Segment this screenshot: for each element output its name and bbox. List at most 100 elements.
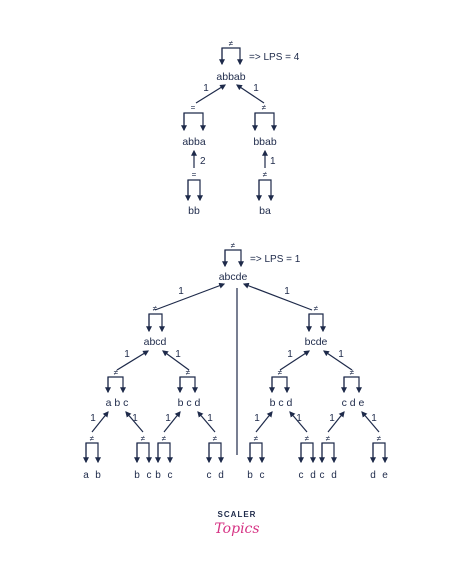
logo-topics-text: Topics bbox=[214, 521, 259, 537]
top-root-sign: ≠ bbox=[229, 39, 234, 48]
top-edge-left-label: 1 bbox=[203, 83, 209, 94]
scaler-topics-logo: SCALER Topics bbox=[214, 510, 259, 537]
bottom-l3-2-sign: ≠ bbox=[162, 434, 167, 443]
bottom-edge-l2-6 bbox=[327, 411, 345, 433]
bottom-edge-l2-2-label: 1 bbox=[165, 413, 171, 424]
bottom-edge-l2-6-label: 1 bbox=[329, 413, 335, 424]
bottom-l3-3: ≠ c d bbox=[206, 434, 224, 481]
bottom-edge-l2-3-label: 1 bbox=[207, 413, 213, 424]
bottom-root-bracket bbox=[224, 249, 244, 268]
bottom-l2-2-label: b c d bbox=[270, 397, 293, 409]
bottom-l2-3-label: c d e bbox=[342, 397, 365, 409]
bottom-l2-1-bracket bbox=[179, 376, 198, 394]
top-edge-left bbox=[195, 84, 227, 104]
bottom-edge-root-right-label: 1 bbox=[284, 286, 290, 297]
top-left-bracket bbox=[183, 112, 206, 132]
bottom-l3-0-left: a bbox=[83, 470, 89, 481]
bottom-edge-l2-7-label: 1 bbox=[371, 413, 377, 424]
bottom-edge-l1-2 bbox=[279, 350, 311, 371]
bottom-l2-2-bracket bbox=[271, 376, 290, 394]
bottom-edge-l2-5-label: 1 bbox=[296, 413, 302, 424]
top-result-note: => LPS = 4 bbox=[249, 52, 300, 63]
bottom-l3-5-sign: ≠ bbox=[305, 434, 310, 443]
bottom-edge-l1-1-label: 1 bbox=[175, 349, 181, 360]
bottom-l3-0: ≠ a b bbox=[83, 434, 101, 481]
top-right-bracket bbox=[254, 112, 277, 132]
top-root-label: abbab bbox=[216, 71, 245, 83]
bottom-result-note: => LPS = 1 bbox=[250, 254, 301, 265]
bottom-edge-root-left bbox=[154, 282, 226, 311]
bottom-l3-4: ≠ b c bbox=[247, 434, 265, 481]
top-left-leaf-bracket bbox=[187, 179, 203, 202]
bottom-root-sign: ≠ bbox=[231, 241, 236, 250]
bottom-edge-root-right bbox=[242, 282, 313, 311]
bottom-l3-3-sign: ≠ bbox=[213, 434, 218, 443]
bottom-l1-left-sign: ≠ bbox=[153, 304, 158, 313]
bottom-edge-l2-5 bbox=[289, 411, 308, 433]
bottom-l2-1-sign: ≠ bbox=[186, 368, 191, 377]
bottom-l3-1-sign: ≠ bbox=[141, 434, 146, 443]
bottom-l1-right-label: bcde bbox=[305, 336, 328, 348]
top-root-bracket bbox=[219, 47, 243, 66]
bottom-edge-l1-2-label: 1 bbox=[287, 349, 293, 360]
bottom-edge-l2-3 bbox=[197, 411, 216, 433]
bottom-l2-0-label: a b c bbox=[106, 397, 129, 409]
top-left-sign: = bbox=[191, 103, 196, 112]
bottom-l3-7-sign: ≠ bbox=[377, 434, 382, 443]
top-left-label: abba bbox=[182, 136, 206, 148]
top-right-leaf-sign: ≠ bbox=[263, 170, 268, 179]
bottom-l3-3-left: c bbox=[207, 470, 212, 481]
bottom-l2-0-bracket bbox=[107, 376, 126, 394]
bottom-root-label: abcde bbox=[219, 271, 248, 283]
top-right-label: bbab bbox=[253, 136, 277, 148]
top-right-leaf-label: ba bbox=[259, 205, 271, 217]
bottom-l3-1: ≠ b c bbox=[134, 434, 152, 481]
bottom-edge-l2-4 bbox=[255, 411, 273, 433]
top-edge-right-leaf-label: 1 bbox=[270, 156, 276, 167]
bottom-l3-2: ≠ b c bbox=[155, 434, 173, 481]
bottom-l2-0-sign: ≠ bbox=[114, 368, 119, 377]
bottom-l3-2-left: b bbox=[155, 470, 161, 481]
bottom-edge-l2-7 bbox=[361, 411, 380, 433]
bottom-l3-6: ≠ c d bbox=[319, 434, 337, 481]
top-right-leaf-bracket bbox=[258, 179, 274, 202]
bottom-l2-3-bracket bbox=[343, 376, 362, 394]
bottom-edge-root-left-label: 1 bbox=[178, 286, 184, 297]
bottom-l3-4-sign: ≠ bbox=[254, 434, 259, 443]
bottom-l3-6-right: d bbox=[331, 470, 337, 481]
bottom-edge-l2-0-label: 1 bbox=[90, 413, 96, 424]
top-edge-left-leaf-label: 2 bbox=[200, 156, 206, 167]
bottom-l1-left-label: abcd bbox=[144, 336, 167, 348]
top-edge-right bbox=[236, 84, 265, 104]
logo-scaler-text: SCALER bbox=[218, 510, 257, 519]
bottom-l3-2-right: c bbox=[168, 470, 173, 481]
bottom-l3-0-right: b bbox=[95, 470, 101, 481]
bottom-l3-0-sign: ≠ bbox=[90, 434, 95, 443]
bottom-l3-7: ≠ d e bbox=[370, 434, 388, 481]
bottom-l3-5: ≠ c d bbox=[298, 434, 316, 481]
bottom-l2-3-sign: ≠ bbox=[350, 368, 355, 377]
bottom-l3-3-right: d bbox=[218, 470, 224, 481]
bottom-edge-l2-2 bbox=[163, 411, 181, 433]
bottom-edge-l2-1-label: 1 bbox=[132, 413, 138, 424]
bottom-l1-right-bracket bbox=[308, 313, 326, 333]
bottom-edge-l2-4-label: 1 bbox=[254, 413, 260, 424]
bottom-l3-1-right: c bbox=[147, 470, 152, 481]
bottom-edge-l1-3 bbox=[323, 350, 353, 371]
bottom-l3-7-right: e bbox=[382, 470, 388, 481]
bottom-edge-l1-0-label: 1 bbox=[124, 349, 130, 360]
bottom-l3-4-right: c bbox=[260, 470, 265, 481]
bottom-edge-l1-0 bbox=[116, 350, 150, 371]
bottom-edge-l1-3-label: 1 bbox=[338, 349, 344, 360]
bottom-l3-6-left: c bbox=[320, 470, 325, 481]
bottom-l2-2-sign: ≠ bbox=[278, 368, 283, 377]
top-edge-right-label: 1 bbox=[253, 83, 259, 94]
bottom-l1-right-sign: ≠ bbox=[314, 304, 319, 313]
bottom-l2-1-label: b c d bbox=[178, 397, 201, 409]
bottom-l1-left-bracket bbox=[148, 313, 165, 333]
bottom-edge-l2-0 bbox=[91, 411, 109, 433]
bottom-l3-5-left: c bbox=[299, 470, 304, 481]
bottom-l3-4-left: b bbox=[247, 470, 253, 481]
